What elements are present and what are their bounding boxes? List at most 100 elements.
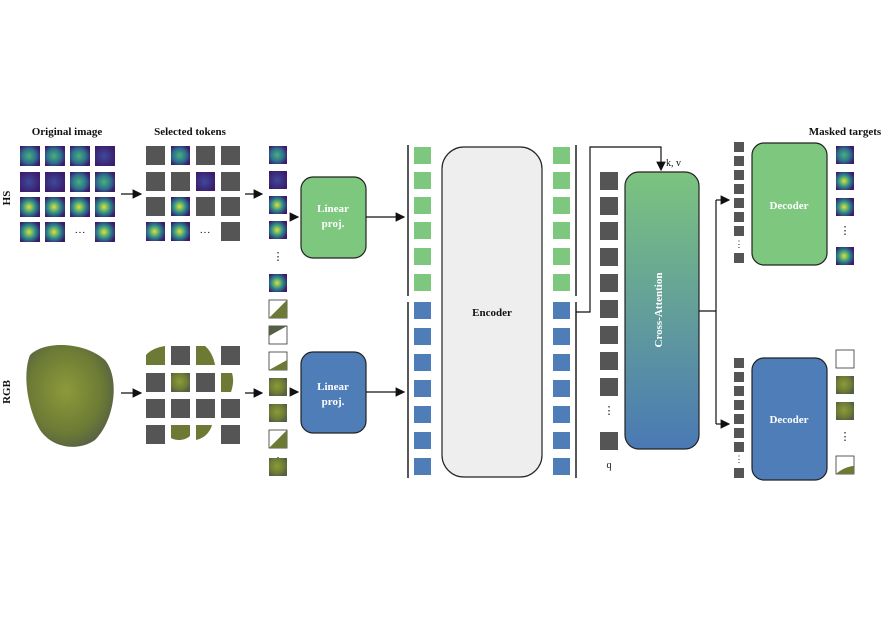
rgb-token-column: ⋮: [268, 299, 288, 476]
mask-token: [734, 358, 744, 368]
rgb-token: [269, 404, 287, 422]
hs-embedding: [414, 197, 431, 214]
query-token: [600, 432, 618, 450]
query-token: [600, 378, 618, 396]
hs-token: [269, 196, 287, 214]
rgb-token-fill: [269, 360, 287, 370]
hs-patch: [70, 172, 90, 192]
masked-token: [171, 399, 190, 418]
mask-token: [734, 386, 744, 396]
rgb-encoded: [553, 354, 570, 371]
vdots: ⋮: [273, 251, 284, 263]
masked-token: [221, 146, 240, 165]
masked-token: [171, 172, 190, 191]
query-tokens: ⋮: [600, 172, 618, 450]
rgb-token: [146, 346, 165, 365]
masked-token: [221, 222, 240, 241]
masked-token: [146, 146, 165, 165]
query-token: [600, 274, 618, 292]
query-token: [600, 172, 618, 190]
hs-token: [269, 171, 287, 189]
vdots: ⋮: [840, 225, 851, 237]
hs-patch: [95, 172, 115, 192]
hs-patch: [95, 197, 115, 217]
rgb-encoded: [553, 380, 570, 397]
hs-target: [836, 146, 854, 164]
mask-token: [734, 428, 744, 438]
ellipsis: ···: [75, 227, 86, 239]
rgb-leaf-image: [26, 344, 114, 447]
rgb-token: [196, 346, 215, 365]
vdots: ⋮: [840, 431, 851, 443]
linear-proj-rgb-line1: Linear: [317, 381, 349, 393]
rgb-embedding: [414, 380, 431, 397]
decoder-hs: [751, 142, 828, 266]
encoded-tokens-out: [553, 147, 570, 475]
vdots: ⋮: [604, 405, 615, 417]
masked-token: [221, 399, 240, 418]
rgb-target: [836, 402, 854, 420]
masked-token: [221, 172, 240, 191]
hs-target: [836, 247, 854, 265]
rgb-token: [269, 458, 287, 476]
rgb-row-label: RGB: [1, 379, 13, 404]
rgb-embedding: [414, 458, 431, 475]
masked-token: [221, 425, 240, 444]
query-token: [600, 222, 618, 240]
hs-masked-targets: ⋮: [836, 146, 854, 265]
hs-token: [269, 146, 287, 164]
mask-token: [734, 414, 744, 424]
rgb-token-fill: [269, 300, 287, 318]
hs-token: [171, 146, 190, 165]
hs-embedding: [414, 222, 431, 239]
masked-token: [171, 346, 190, 365]
rgb-encoded: [553, 328, 570, 345]
decoder-hs-label: Decoder: [769, 200, 808, 212]
hs-token: [171, 222, 190, 241]
rgb-target: [835, 349, 855, 369]
rgb-mask-token-column: ⋮: [734, 358, 744, 478]
rgb-masked-targets: ⋮: [835, 349, 855, 475]
original-image-label: Original image: [32, 126, 103, 138]
mask-token: [734, 212, 744, 222]
mask-token: [734, 198, 744, 208]
masked-token: [221, 197, 240, 216]
hs-patch: [70, 146, 90, 166]
rgb-encoded: [553, 406, 570, 423]
query-token: [600, 197, 618, 215]
selected-tokens-label: Selected tokens: [154, 126, 227, 138]
hs-encoded: [553, 147, 570, 164]
rgb-target: [836, 376, 854, 394]
query-token: [600, 326, 618, 344]
hs-patch: [45, 222, 65, 242]
masked-token: [221, 346, 240, 365]
mask-token: [734, 226, 744, 236]
mask-token: [734, 442, 744, 452]
rgb-embedding: [414, 354, 431, 371]
rgb-encoded: [553, 432, 570, 449]
rgb-token: [269, 378, 287, 396]
linear-proj-hs-line2: proj.: [322, 218, 345, 230]
rgb-token: [196, 425, 212, 440]
rgb-embedding: [414, 328, 431, 345]
mask-token: [734, 468, 744, 478]
hs-patch: [70, 197, 90, 217]
rgb-encoded: [553, 458, 570, 475]
hs-patch: [20, 172, 40, 192]
rgb-selected-grid: [146, 346, 240, 444]
decoder-rgb: [751, 357, 828, 481]
hs-encoded: [553, 172, 570, 189]
rgb-embedding: [414, 432, 431, 449]
hs-token: [146, 222, 165, 241]
hs-embedding: [414, 147, 431, 164]
query-token: [600, 352, 618, 370]
hs-token: [269, 274, 287, 292]
encoder-label: Encoder: [472, 307, 512, 319]
hs-row-label: HS: [1, 191, 13, 206]
query-token: [600, 300, 618, 318]
hs-patch: [45, 172, 65, 192]
masked-token: [196, 399, 215, 418]
hs-selected-grid: ···: [146, 146, 240, 241]
mask-token: [734, 170, 744, 180]
